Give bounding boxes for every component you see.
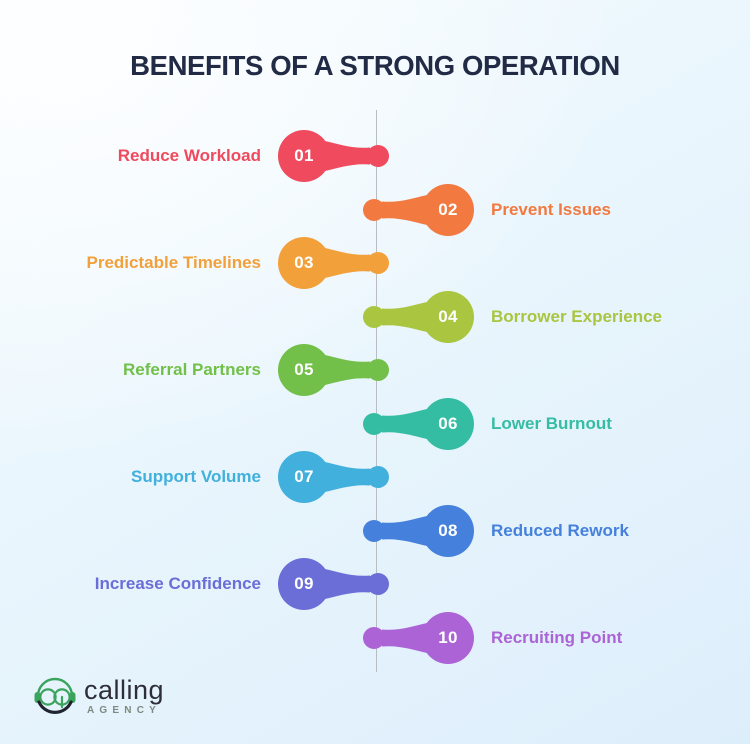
connector-neck [382,408,427,439]
benefit-label: Referral Partners [123,360,261,379]
benefit-number: 04 [438,306,458,326]
benefit-row[interactable]: 10 Recruiting Point [0,610,750,666]
benefit-number: 10 [438,627,458,647]
number-bubble[interactable] [422,290,474,343]
center-spine-line [376,110,377,672]
brand-logo: calling AGENCY [32,672,212,722]
spine-node-dot [363,519,385,542]
benefit-number: 08 [438,520,458,540]
number-bubble[interactable] [422,183,474,236]
benefit-row[interactable]: 04 Borrower Experience [0,289,750,345]
benefit-marker-shape [363,397,474,450]
spine-node-dot [367,359,389,381]
benefit-label: Borrower Experience [491,306,663,326]
number-bubble[interactable] [422,611,474,664]
spine-node-dot [367,573,389,595]
number-bubble[interactable] [278,344,330,396]
benefit-row[interactable]: 07 Support Volume [0,449,750,505]
connector-neck [325,569,370,599]
number-bubble[interactable] [422,504,474,557]
benefit-number: 07 [294,467,314,486]
spine-node-dot [363,412,385,435]
benefit-row[interactable]: 05 Referral Partners [0,342,750,398]
benefit-label: Predictable Timelines [86,253,261,272]
benefit-label: Support Volume [130,467,261,486]
benefit-marker-shape [278,451,389,503]
benefit-label: Increase Confidence [94,574,261,593]
connector-neck [325,141,370,171]
spine-node-dot [367,252,389,274]
benefit-number: 02 [438,199,458,219]
benefit-row[interactable]: 06 Lower Burnout [0,396,750,452]
number-bubble[interactable] [278,451,330,503]
connector-neck [325,248,370,278]
number-bubble[interactable] [278,130,330,182]
benefit-marker-shape [363,290,474,343]
benefit-marker-shape [363,611,474,664]
benefit-marker-shape [278,344,389,396]
benefit-marker-shape [278,558,389,610]
benefit-label: Prevent Issues [491,199,612,219]
benefit-label: Lower Burnout [491,413,612,433]
connector-neck [325,462,370,492]
connector-neck [382,622,427,653]
benefit-label: Reduced Rework [491,520,629,540]
number-bubble[interactable] [278,237,330,289]
connector-neck [325,355,370,385]
benefit-marker-shape [363,504,474,557]
benefit-row[interactable]: 03 Predictable Timelines [0,235,750,291]
number-bubble[interactable] [278,558,330,610]
connector-neck [382,194,427,225]
number-bubble[interactable] [422,397,474,450]
headset-ca-icon [34,677,76,715]
benefit-number: 06 [438,413,458,433]
benefit-row[interactable]: 09 Increase Confidence [0,556,750,612]
benefit-number: 03 [294,253,314,272]
benefit-row[interactable]: 01 Reduce Workload [0,128,750,184]
page-title: BENEFITS OF A STRONG OPERATION [130,50,620,81]
benefit-label: Recruiting Point [491,627,623,647]
brand-tagline-text: AGENCY [87,705,161,716]
brand-name-text: calling [84,675,164,705]
benefit-number: 01 [294,146,314,165]
spine-node-dot [363,198,385,221]
benefit-row[interactable]: 02 Prevent Issues [0,182,750,238]
connector-neck [382,301,427,332]
benefit-marker-shape [363,183,474,236]
benefit-number: 09 [294,574,314,593]
benefit-marker-shape [278,237,389,289]
spine-node-dot [367,145,389,167]
spine-node-dot [363,305,385,328]
benefit-marker-shape [278,130,389,182]
brand-wordmark: calling AGENCY [84,675,164,716]
benefit-number: 05 [294,360,314,379]
benefit-row[interactable]: 08 Reduced Rework [0,503,750,559]
spine-node-dot [363,626,385,649]
spine-node-dot [367,466,389,488]
benefit-label: Reduce Workload [117,146,261,165]
connector-neck [382,515,427,546]
